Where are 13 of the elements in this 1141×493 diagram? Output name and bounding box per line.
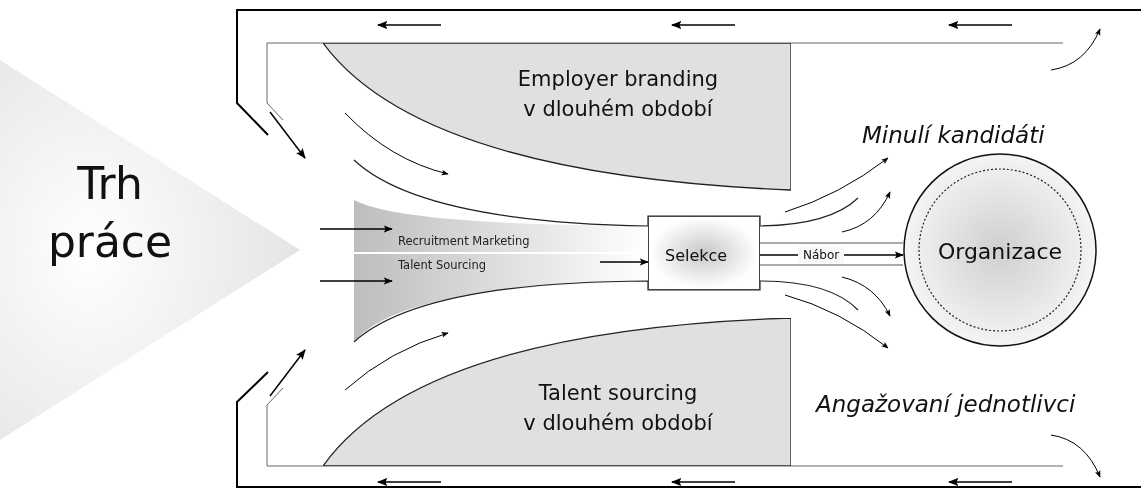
area-label: Employer branding v dlouhém období bbox=[516, 66, 720, 123]
node-label: Organizace bbox=[936, 238, 1064, 266]
group-label: Minulí kandidáti bbox=[862, 121, 1045, 150]
arrow bbox=[319, 277, 393, 285]
group-label: Angažovaní jednotlivci bbox=[816, 390, 1076, 419]
arrow bbox=[319, 225, 393, 233]
node-label: Selekce bbox=[665, 245, 728, 267]
edge-label: Nábor bbox=[798, 247, 845, 263]
node-title: Trh práce bbox=[46, 157, 174, 269]
band-label: Recruitment Marketing bbox=[397, 233, 531, 250]
band-label: Talent Sourcing bbox=[397, 257, 488, 274]
area-label: Talent sourcing v dlouhém období bbox=[522, 380, 714, 437]
arrow bbox=[599, 258, 649, 266]
